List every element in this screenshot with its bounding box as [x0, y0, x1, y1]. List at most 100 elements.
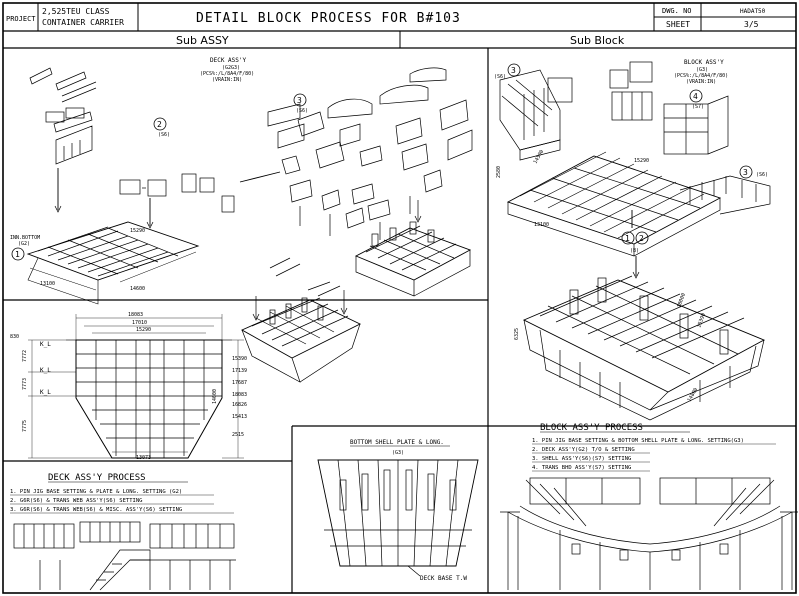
callout-3b-tag: (S6): [756, 172, 768, 178]
callout-2-number: 2: [157, 120, 162, 129]
block-process-title: BLOCK ASS'Y PROCESS: [540, 423, 643, 433]
callout-1-right-number: 1: [625, 234, 630, 243]
block-step-2: 2. DECK ASS'Y(G2) T/O & SETTING: [532, 447, 635, 453]
kl-label-2: K_L: [40, 367, 51, 374]
dim-13073: 13073: [136, 455, 151, 461]
block-callout-3-number: 3: [511, 66, 516, 75]
callout-3-circle: [293, 93, 307, 107]
sub-block-dim-6325: 6325: [514, 328, 520, 340]
bottom-shell-panel: BOTTOM SHELL PLATE & LONG. (G3) DECK BAS…: [317, 439, 479, 582]
right-dim-4: 16826: [232, 402, 247, 408]
right-dim-1: 17139: [232, 368, 247, 374]
block-assy-sub2: (PCS%:/L/8A4/F/80): [674, 73, 728, 79]
dim-14600-left: 14600: [130, 286, 145, 292]
deck-step-1: 1. PIN JIG BASE SETTING & PLATE & LONG. …: [10, 489, 182, 495]
sub-block-dim-15290: 15290: [634, 158, 649, 164]
callout-3-tag: (S6): [296, 108, 308, 114]
callout-2-tag: (S6): [158, 132, 170, 138]
callout-1-circle: [11, 247, 25, 261]
deck-assy-sub2: (PCS%:/L/8A4/F/80): [200, 71, 254, 77]
block-assy-sub3: (VRAIN:IN): [686, 79, 716, 85]
bottom-shell-tag: (G3): [392, 450, 404, 456]
deck-process-sketch: [13, 521, 236, 591]
label-830: 830: [10, 334, 19, 340]
block-callout-3-tag: (S6): [494, 74, 506, 80]
dim-13100-left: 13100: [40, 281, 55, 287]
right-dim-2: 17687: [232, 380, 247, 386]
inn-bottom-tag: (G2): [18, 241, 30, 247]
project-line-1: 2,525TEU CLASS: [42, 7, 110, 16]
sub-block-dim-14800: 14800: [687, 387, 700, 403]
deck-assy-sub1: (G2G3): [222, 65, 240, 71]
callout-2-right-circle: [635, 231, 649, 245]
dim-17010: 17010: [132, 320, 147, 326]
dim-14600-section: 14600: [212, 389, 218, 404]
section-view-drawing: [28, 314, 244, 459]
sheet-value: 3/5: [744, 20, 759, 29]
sub-block-dim-14500: 14500: [533, 149, 546, 165]
callout-4-tag: (S7): [692, 104, 704, 110]
right-dim-5: 15413: [232, 414, 247, 420]
callout-1-right-circle: [621, 231, 635, 245]
callout-2-circle: [153, 117, 167, 131]
block-process-sketch: [500, 477, 798, 590]
sub-block-dim-2580: 2580: [496, 166, 502, 178]
page-title: DETAIL BLOCK PROCESS FOR B#103: [196, 11, 461, 26]
dim-15290-section: 15290: [136, 327, 151, 333]
dim-18083: 18083: [128, 312, 143, 318]
deck-process-panel: DECK ASS'Y PROCESS 1. PIN JIG BASE SETTI…: [10, 473, 236, 591]
sub-block-dim-13100: 13100: [534, 222, 549, 228]
inn-bottom-label: INN.BOTTOM: [10, 235, 40, 241]
section-dividers: [3, 48, 796, 593]
callout-3b-number: 3: [743, 168, 748, 177]
callout-4-number: 4: [693, 92, 698, 101]
deck-process-title: DECK ASS'Y PROCESS: [48, 473, 146, 483]
deck-assy-title: DECK ASS'Y: [210, 57, 247, 64]
sub-assy-labels: DECK ASS'Y (G2G3) (PCS%:/L/8A4/F/80) (VR…: [10, 57, 308, 292]
sub-assy-header: Sub ASSY: [176, 34, 229, 47]
callout-12-tag: (B): [630, 248, 639, 254]
block-callout-3-circle: [507, 63, 521, 77]
block-step-1: 1. PIN JIG BASE SETTING & BOTTOM SHELL P…: [532, 438, 744, 444]
bottom-shell-title: BOTTOM SHELL PLATE & LONG.: [350, 439, 444, 446]
sheet-label: SHEET: [666, 20, 690, 29]
sub-block-header: Sub Block: [570, 34, 625, 47]
title-block: PROJECT 2,525TEU CLASS CONTAINER CARRIER…: [3, 3, 796, 49]
right-dim-3: 18083: [232, 392, 247, 398]
sub-assy-illustration: [26, 67, 473, 383]
callout-4-circle: [689, 89, 703, 103]
dwg-no-value: HADAT50: [740, 8, 766, 15]
bottom-shell-sketch: [317, 459, 479, 577]
section-view-labels: 18083 17010 15290 830 K_L K_L K_L 7772 7…: [10, 312, 247, 461]
deck-base-label: DECK BASE T.W: [420, 575, 467, 582]
block-step-4: 4. TRANS BHD ASS'Y(S7) SETTING: [532, 465, 631, 471]
right-dim-6: 2515: [232, 432, 244, 438]
block-step-3: 3. SHELL ASS'Y(S6)(S7) SETTING: [532, 456, 631, 462]
kl-label-1: K_L: [40, 341, 51, 348]
right-dim-0: 15390: [232, 356, 247, 362]
dwg-no-label: DWG. NO: [662, 7, 692, 15]
deck-step-2: 2. G6R(S6) & TRANS WEB ASS'Y(S6) SETTING: [10, 498, 142, 504]
callout-3-number: 3: [297, 96, 302, 105]
block-assy-title: BLOCK ASS'Y: [684, 59, 724, 66]
callout-1-number: 1: [15, 250, 20, 259]
project-label: PROJECT: [6, 15, 36, 23]
sub-block-dim-15390: 15390: [696, 312, 707, 328]
dim-15290-left: 15290: [130, 228, 145, 234]
dim-7772: 7772: [22, 350, 28, 362]
block-process-panel: BLOCK ASS'Y PROCESS 1. PIN JIG BASE SETT…: [500, 423, 798, 590]
sub-block-illustration: [499, 61, 771, 421]
deck-assy-sub3: (VRAIN:IN): [212, 77, 242, 83]
block-assy-sub1: (G3): [696, 67, 708, 73]
dim-7775: 7775: [22, 420, 28, 432]
sub-block-dim-18000: 18000: [676, 292, 687, 308]
kl-label-3: K_L: [40, 389, 51, 396]
callout-2-right-number: 2: [639, 234, 644, 243]
dim-7773: 7773: [22, 378, 28, 390]
callout-3b-circle: [739, 165, 753, 179]
project-line-2: CONTAINER CARRIER: [42, 18, 124, 27]
deck-step-3: 3. G6R(S6) & TRANS WEB(S6) & MISC. ASS'Y…: [10, 507, 182, 513]
